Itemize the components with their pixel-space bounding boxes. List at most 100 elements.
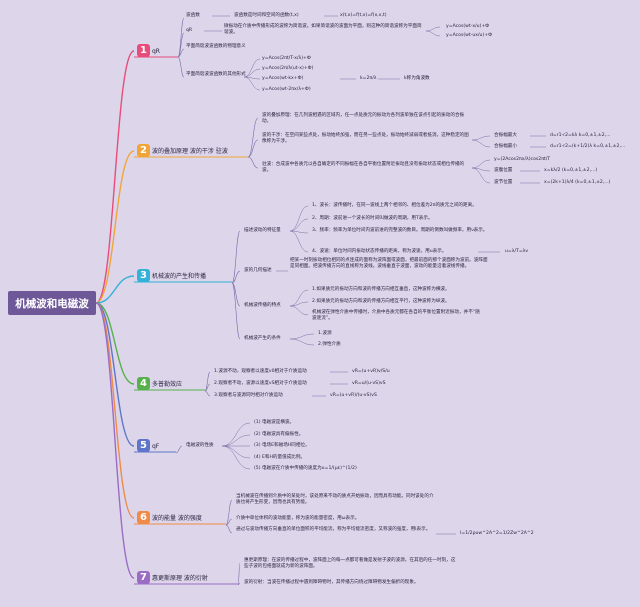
connector-line [289,305,309,316]
connector-line [177,17,185,58]
connector-line [221,434,251,447]
connector-line [289,301,309,307]
connector-line [243,76,261,80]
b5-transverse: (1) 电磁波是横波。 [254,420,295,425]
connector-line [95,275,135,304]
root-node[interactable]: 机械波和电磁波 [8,291,96,315]
b1-formula-a: y=Acos(wt-x/u)+Ф [446,24,490,29]
b1-form-1: y=Acos(2πt/T-x/λ)+Ф [262,56,311,61]
connector-line [425,26,441,32]
b2-max-amplitude[interactable]: 合振幅最大 [494,133,517,138]
connector-line [204,371,211,392]
b1-form-2: y=Acos(2π/λ(ut-x)+Ф) [262,66,314,71]
connector-line [471,135,491,141]
b2-node[interactable]: 波节位置 [494,180,513,185]
connector-line [289,333,315,340]
b2-standing-wave-equation: y=(2Acos2πx/λ)cos2πt/T [494,157,551,162]
connector-line [471,159,491,169]
connector-line [221,422,251,447]
b1-form-3: y=Acos(wt-kx+Ф) [262,76,304,81]
connector-line [425,30,441,37]
branch-2-title[interactable]: 波的叠加原理 波的干涉 驻波 [152,148,228,155]
b2-antinode[interactable]: 波腹位置 [494,168,513,173]
branch-1-number-badge: 1 [137,44,150,57]
b2-interference[interactable]: 波的干涉：在空间某些点处，振动始终加强，而在另一些点处，振动始终减弱或者抵消，这… [262,133,469,144]
b1-form-4: y=Acos(wt-2πx/λ+Ф) [262,87,311,92]
b6-energy[interactable]: 当机械波在传播到介质中的某处时，该处原来不动的质点开始振动，因而具有动能。同时该… [236,494,434,505]
branch-6-title[interactable]: 波的能量 波的强度 [152,515,202,522]
branch-1-title[interactable]: qR [152,48,160,55]
connector-line [471,167,491,184]
b5-properties[interactable]: 电磁波的性质 [186,443,214,448]
connector-line [95,302,135,519]
connector-line [471,139,491,148]
connector-line [289,338,315,346]
branch-4-number-badge: 4 [137,377,150,390]
b3-geometric[interactable]: 波的几何描述 [244,268,272,273]
b3-features[interactable]: 机械波传播的特点 [244,303,281,308]
b1-wave-function-desc: 波函数是时间和空间的函数(t,x) [234,13,299,18]
b3-longitudinal: 2.如果质元的振动方向和波的传播方向相互平行，这种波称为纵波。 [312,299,450,304]
connector-line [95,50,135,304]
branch-7-title[interactable]: 惠更斯原理 波的衍射 [152,575,208,582]
b2-antinode-formula: x=kλ/2 (k=0,±1,±2,...) [544,168,598,173]
b1-qr[interactable]: qR [186,28,193,33]
b4-source-moving[interactable]: 2.观察者不动，波源以速度vS相对于介质运动 [214,381,307,386]
b3-transverse: 1.如果质元的振动方向和波的传播方向相互垂直，这种波称为横波。 [312,287,450,292]
b1-wave-function-formula: x(t,x)=f(t,x)=f(x,x,t) [340,13,387,18]
b2-superposition[interactable]: 波的叠加原理：在几列波相遇的区域内，任一点处质元的振动为各列波单独在该点引起的振… [262,113,465,124]
b7-huygens[interactable]: 惠更斯原理：在波的传播过程中，波阵面上的每一点都可看做是发射子波的波源，在其后的… [244,558,456,569]
connector-line [95,302,135,579]
connector-line [177,56,185,78]
b1-physical-meaning[interactable]: 平面简谐波波函数的物理意义 [186,44,246,49]
connector-line [247,117,259,158]
root-label: 机械波和电磁波 [15,297,89,310]
connector-line [243,58,261,78]
b3-source: 1.波源 [318,331,332,336]
connector-line [231,282,241,340]
b1-k-desc: k称为角波数 [404,76,430,81]
connector-line [247,139,259,158]
branch-4-title[interactable]: 多普勒效应 [152,381,183,388]
b1-wave-function[interactable]: 波函数 [186,13,200,18]
branch-3-title[interactable]: 机械波的产生和传播 [152,273,207,280]
b3-conditions[interactable]: 机械波产生的条件 [244,336,281,341]
b3-frequency: 3、频率：频率为单位时间内波前进的完整波的数目。周期的倒数叫做频率，用ν表示。 [312,228,488,233]
b3-characteristics[interactable]: 描述波动的特征量 [244,228,281,233]
b2-node-formula: x=(2k+1)λ/4 (k=0,±1,±2,...) [544,180,611,185]
connector-line [231,282,241,307]
b4-both-moving[interactable]: 3.观察者与波源同时相对介质运动 [214,393,283,398]
b5-polarization: (2) 电磁波具有偏振性。 [254,432,304,437]
connector-line [243,76,261,91]
b5-proportional: (4) E和H的量值成比例。 [254,455,306,460]
b1-other-forms[interactable]: 平面简谐波波函数的其他形式 [186,72,246,77]
connector-line [221,445,251,459]
b3-wavelength: 1、波长：波传播时，在同一波线上两个相邻的、相位差为2π的质元之间的距离。 [312,203,477,208]
b2-min-amplitude-formula: d=r1-r2=(k+1/2)λ k=0,±1,±2,... [550,144,626,149]
b1-qr-desc: 微振动在介质中传播形成的波称为简谐波。如果简谐波的波面为平面，则这种的简谐波称为… [224,24,422,35]
b6-energy-density[interactable]: 介质中单位体积的波动能量，称为波的能量密度，用ω表示。 [236,516,360,521]
connector-line [247,156,259,169]
b3-medium-note: 机械波在弹性介质中传播时，介质中各质元都在各自的平衡位置附近振动，并不“随波逐流… [312,310,480,321]
connector-line [225,499,233,526]
connector-line [177,48,185,58]
connector-line [289,230,309,253]
branch-5-title[interactable]: qF [152,443,160,450]
b3-wave-speed-formula: u=λ/T=λν [505,249,528,254]
b6-intensity[interactable]: 通过与波动传播方向垂直的单位面积的平均能流，称为平均能流密度，又称波的强度，用I… [236,527,431,532]
connector-line [204,390,211,397]
b5-same-phase: (3) 电场E和磁场H同相位。 [254,443,310,448]
connector-line [231,230,241,284]
b2-min-amplitude[interactable]: 合振幅最小 [494,144,517,149]
connector-line [204,383,211,392]
connector-line [95,302,135,447]
b3-period: 2、周期：波前进一个波长的时间叫做波的周期，用T表示。 [312,216,433,221]
b7-diffraction[interactable]: 波的衍射：当波在传播过程中遇到障碍物时，其传播方向绕过障碍物发生偏折的现象。 [244,580,419,585]
branch-2-number-badge: 2 [137,144,150,157]
branch-7-number-badge: 7 [137,571,150,584]
b2-standing-wave[interactable]: 驻波：合成波中各质元以各自确定的不同振幅在各自平衡位置附近振动且没有振动状态或相… [262,162,465,173]
b4-source-moving-formula: vR=u/(u-vS)vS [352,381,386,386]
b4-observer-moving[interactable]: 1.波源不动，观察者以速度v0相对于介质运动 [214,369,307,374]
branch-6-number-badge: 6 [137,511,150,524]
connector-line [221,445,251,470]
